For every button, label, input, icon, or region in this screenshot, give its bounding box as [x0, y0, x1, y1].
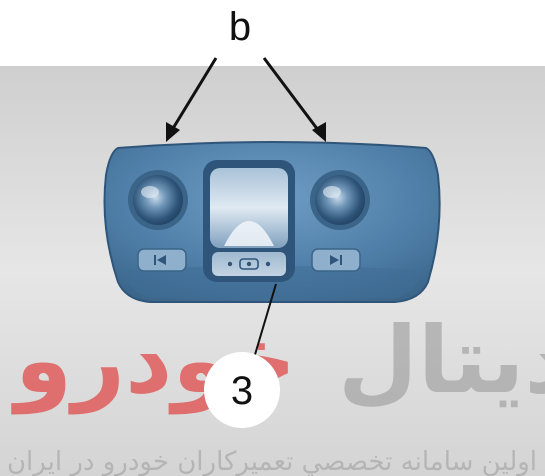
left-button — [137, 248, 187, 272]
right-button — [311, 248, 361, 272]
arrow-right-head — [312, 122, 326, 142]
center-lamp-housing — [203, 160, 295, 282]
arrow-left — [170, 57, 218, 131]
right-reading-lamp — [310, 170, 370, 230]
callout-3-disc — [204, 352, 280, 428]
watermark-tagline: اولين سامانه تخصصي تعميرکاران خودرو در ا… — [7, 447, 537, 476]
arrow-right — [262, 57, 320, 131]
callout-b-arrows — [166, 57, 326, 142]
left-reading-lamp — [128, 170, 188, 230]
prev-track-icon — [154, 255, 166, 265]
callout-b-label: b — [229, 5, 251, 49]
callout-3-leader — [253, 283, 277, 359]
arrow-left-head — [166, 122, 180, 142]
map-light-icon — [227, 258, 271, 270]
watermark-gray-word: ديتال — [338, 307, 545, 414]
next-track-icon — [330, 255, 342, 265]
callout-3-label: 3 — [231, 369, 253, 413]
overhead-console — [103, 141, 441, 303]
